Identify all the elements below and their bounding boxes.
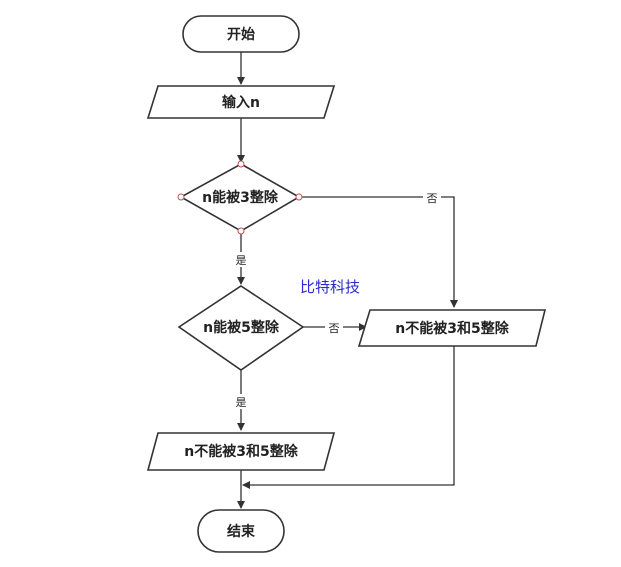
node-check5: n能被5整除 xyxy=(177,285,305,371)
edge-label-check5-no: 否 xyxy=(329,322,340,335)
start-label: 开始 xyxy=(227,26,255,43)
output-right-label: n不能被3和5整除 xyxy=(395,320,509,337)
watermark-text: 比特科技 xyxy=(300,278,360,296)
end-label: 结束 xyxy=(227,523,256,540)
node-output-left: n不能被3和5整除 xyxy=(146,432,336,471)
check3-port-top xyxy=(237,160,245,168)
check3-port-bottom xyxy=(237,227,245,235)
check3-label: n能被3整除 xyxy=(202,189,279,206)
check3-port-left xyxy=(177,193,185,201)
node-check3: n能被3整除 xyxy=(177,160,303,235)
check3-port-right xyxy=(295,193,303,201)
node-output-right: n不能被3和5整除 xyxy=(357,309,547,347)
edge-label-check3-yes: 是 xyxy=(236,254,247,267)
edge-right-output-to-merge xyxy=(242,346,455,489)
output-right-parallelogram xyxy=(357,309,547,347)
output-left-label: n不能被3和5整除 xyxy=(184,443,298,460)
output-left-parallelogram xyxy=(146,432,336,471)
end-terminator xyxy=(197,509,285,553)
check5-label: n能被5整除 xyxy=(203,319,280,336)
input-label: 输入n xyxy=(222,94,260,111)
edge-label-check5-yes: 是 xyxy=(236,396,247,409)
node-start: 开始 xyxy=(182,15,300,53)
input-parallelogram xyxy=(146,85,336,119)
node-end: 结束 xyxy=(197,509,285,553)
edge-labels: 否 是 否 是 xyxy=(232,190,441,409)
start-terminator xyxy=(182,15,300,53)
check5-diamond xyxy=(177,285,305,371)
edge-label-check3-no: 否 xyxy=(427,192,438,205)
edge-check3-no xyxy=(299,196,458,308)
node-input: 输入n xyxy=(146,85,336,119)
